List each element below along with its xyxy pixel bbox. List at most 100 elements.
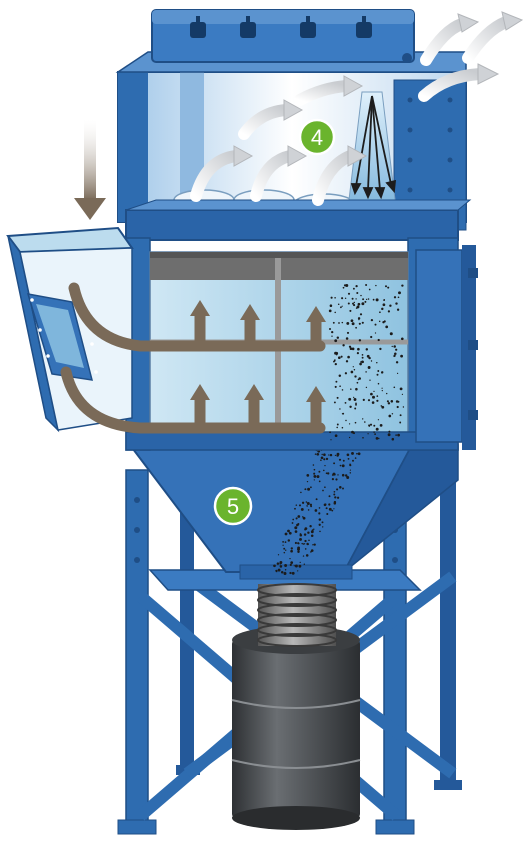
dust-particle: [343, 460, 345, 462]
dust-particle: [314, 469, 316, 471]
dust-particle: [294, 508, 296, 510]
dust-particle: [323, 453, 326, 456]
leg-front-left: [126, 470, 148, 825]
dust-particle: [334, 496, 336, 498]
dust-particle: [277, 562, 279, 564]
dust-particle: [348, 302, 350, 304]
dust-particle: [307, 544, 308, 545]
dust-particle: [314, 543, 316, 545]
dust-particle: [346, 476, 349, 479]
dust-particle: [370, 336, 372, 338]
dust-particle: [285, 550, 286, 551]
dust-particle: [379, 348, 381, 350]
dust-particle: [306, 501, 308, 503]
dust-particle: [356, 292, 358, 294]
dust-particle: [357, 352, 359, 354]
dust-particle: [310, 486, 312, 488]
dust-particle: [358, 303, 361, 306]
dust-particle: [394, 353, 397, 356]
dust-particle: [307, 502, 310, 505]
dust-particle: [354, 369, 355, 370]
dust-particle: [381, 308, 383, 310]
down-arrow-icon: [74, 198, 106, 220]
dust-particle: [397, 373, 398, 374]
dust-particle: [324, 486, 326, 488]
dust-particle: [332, 478, 334, 480]
dust-particle: [292, 522, 294, 524]
dust-particle: [342, 306, 343, 307]
dust-particle: [382, 321, 384, 323]
dust-particle: [299, 504, 301, 506]
dust-particle: [383, 303, 386, 306]
dust-particle: [329, 310, 332, 313]
dust-particle: [299, 565, 302, 568]
dust-particle: [310, 505, 312, 507]
dust-particle: [355, 388, 358, 391]
dust-particle: [290, 550, 293, 553]
dust-particle: [307, 531, 309, 533]
dust-particle: [343, 287, 345, 289]
dust-particle: [381, 388, 382, 389]
dust-particle: [296, 524, 299, 527]
dust-particle: [387, 400, 389, 402]
dust-particle: [378, 339, 380, 341]
dust-particle: [330, 304, 333, 307]
dust-particle: [392, 413, 393, 414]
dust-particle: [337, 474, 338, 475]
dust-particle: [352, 322, 355, 325]
dust-particle: [376, 362, 377, 363]
dust-particle: [373, 391, 374, 392]
dust-particle: [334, 352, 337, 355]
dust-particle: [314, 479, 315, 480]
dust-particle: [338, 322, 340, 324]
dust-particle: [315, 509, 318, 512]
dust-particle: [376, 400, 378, 402]
dust-particle: [353, 288, 355, 290]
dust-particle: [320, 459, 322, 461]
dust-particle: [321, 454, 322, 455]
dust-particle: [375, 285, 376, 286]
dust-particle: [348, 458, 350, 460]
dust-particle: [378, 419, 379, 420]
dust-particle: [348, 398, 351, 401]
dust-particle: [295, 530, 298, 533]
dust-particle: [304, 543, 305, 544]
dust-particle: [282, 545, 283, 546]
dust-particle: [376, 395, 378, 397]
dust-particle: [402, 394, 403, 395]
dust-particle: [342, 413, 344, 415]
dust-particle: [370, 424, 372, 426]
dust-particle: [346, 360, 348, 362]
dust-particle: [297, 570, 298, 571]
dust-particle: [364, 301, 366, 303]
dust-particle: [307, 488, 310, 491]
dust-particle: [304, 540, 306, 542]
dust-particle: [351, 371, 354, 374]
dust-particle: [400, 388, 403, 391]
dust-particle: [284, 572, 285, 573]
dust-particle: [339, 385, 341, 387]
dust-particle: [393, 386, 395, 388]
dust-particle: [373, 431, 374, 432]
collection-drum: [232, 626, 360, 830]
dust-particle: [388, 415, 391, 418]
dust-particle: [368, 399, 370, 401]
dust-particle: [392, 438, 395, 441]
dust-particle: [306, 554, 309, 557]
dust-particle: [285, 541, 287, 543]
dust-particle: [393, 356, 394, 357]
dust-particle: [297, 551, 299, 553]
dust-particle: [300, 562, 301, 563]
dust-particle: [313, 473, 315, 475]
dust-particle: [354, 302, 355, 303]
dust-particle: [349, 346, 351, 348]
dust-particle: [294, 565, 295, 566]
dust-particle: [304, 488, 306, 490]
dust-particle: [284, 552, 286, 554]
dust-particle: [333, 494, 335, 496]
dust-particle: [305, 527, 308, 530]
dust-particle: [278, 554, 279, 555]
dust-particle: [366, 387, 367, 388]
dust-particle: [299, 538, 302, 541]
